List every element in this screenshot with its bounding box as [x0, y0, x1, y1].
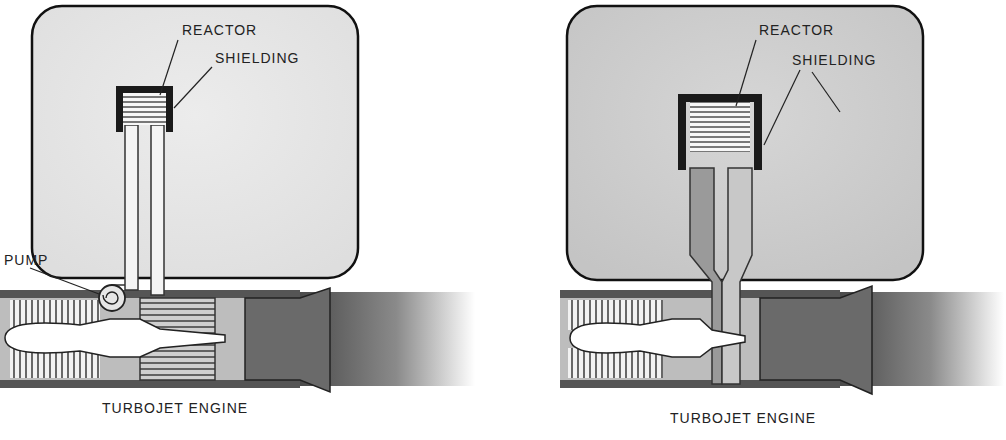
leader-line	[30, 268, 99, 294]
leader-line	[812, 72, 840, 112]
leader-line	[736, 40, 756, 106]
pump-symbol	[99, 285, 125, 311]
air-duct	[722, 168, 752, 384]
nozzle	[760, 286, 872, 394]
reactor-core	[690, 102, 750, 152]
indirect-cycle-figure	[0, 6, 475, 392]
reactor-shield	[678, 94, 762, 170]
part-label: REACTOR	[180, 22, 259, 38]
engine-casing-bottom	[0, 380, 300, 388]
engine-casing-top	[560, 290, 840, 298]
nozzle	[245, 288, 330, 392]
reactor-core	[123, 93, 166, 125]
leader-line	[174, 67, 212, 108]
engine-spike	[5, 319, 225, 357]
part-label: REACTOR	[757, 22, 836, 38]
part-label: SHIELDING	[790, 52, 878, 68]
pump-spiral	[103, 292, 118, 304]
coolant-pipe	[125, 125, 138, 290]
figure-caption-label: TURBOJET ENGINE	[668, 410, 818, 426]
leader-line	[764, 70, 800, 145]
shielding-block	[32, 6, 358, 278]
part-label: SHIELDING	[213, 50, 301, 66]
engine-casing-top	[0, 290, 300, 298]
direct-cycle-figure	[560, 6, 1004, 394]
engine-casing-bottom	[560, 380, 840, 388]
coolant-pipe	[151, 125, 164, 295]
part-label: PUMP	[2, 252, 50, 268]
leader-line	[160, 40, 178, 95]
figure-caption-label: TURBOJET ENGINE	[100, 400, 250, 416]
engine-spike	[570, 319, 745, 357]
reactor-shield	[116, 86, 173, 132]
